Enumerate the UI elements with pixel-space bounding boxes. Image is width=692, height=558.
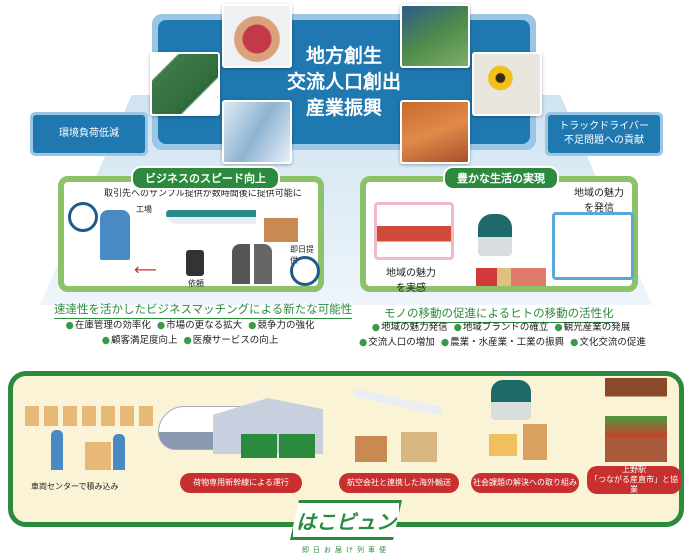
bullet: 医療サービスの向上 (184, 335, 279, 346)
environment-label: 環境負荷低減 (59, 128, 119, 139)
bullet: 観光産業の発展 (554, 322, 630, 333)
business-speed-panel: 取引先へのサンプル提供が数時間後に提供可能に 工場 即日提供 依頼 ⟵ (58, 176, 324, 292)
bullet: 農業・水産業・工業の振興 (441, 337, 564, 348)
goal-2: 交流人口創出 (286, 71, 401, 93)
bullet: 文化交流の促進 (570, 337, 646, 348)
envelope-icon (489, 434, 517, 456)
goal-3: 産業振興 (305, 97, 382, 119)
region-promotion-icon (552, 212, 634, 280)
bullet: 地域の魅力発信 (372, 322, 448, 333)
overseas-shipping-label: 航空会社と連携した海外輸送 (339, 473, 459, 493)
rich-life-bullets: 地域の魅力発信地域ブランドの確立観光産業の発展 交流人口の増加農業・水産業・工業… (356, 320, 646, 350)
grapes-photo (222, 4, 292, 68)
rich-life-panel: 地域の魅力を実感 地域の魅力を発信 (360, 176, 638, 294)
cargo-carts-icon (25, 406, 155, 426)
circuit-board-photo (150, 52, 220, 116)
bullet: 市場の更なる拡大 (157, 320, 242, 331)
social-issues-label: 社会課題の解決への取り組み (471, 473, 579, 493)
send-label-1: 地域の魅力 (574, 188, 624, 199)
market-stall-icon (605, 378, 667, 462)
feel-label-1: 地域の魅力 (386, 268, 436, 279)
business-speed-title: ビジネスのスピード向上 (131, 166, 280, 190)
lettuce-photo (400, 4, 470, 68)
sunflower-photo (472, 52, 542, 116)
driver-label-2: 不足問題への貢献 (564, 135, 644, 146)
shinkansen-front-icon (491, 380, 531, 420)
clock-icon (290, 256, 320, 286)
loading-step-label: 車両センターで積み込み (31, 482, 119, 491)
rich-life-headline: モノの移動の促進によるヒトの移動の活性化 (384, 305, 614, 323)
ueno-label-2: 「つながる産直市」と協業 (590, 475, 678, 494)
hakobyun-logo: はこビュン (290, 500, 402, 540)
shinkansen-front-icon (478, 214, 512, 256)
feel-label-2: を実感 (396, 283, 426, 294)
bullet: 顧客満足度向上 (102, 335, 178, 346)
airplane-icon (353, 388, 443, 416)
seafood-photo (400, 100, 470, 164)
truck-icon (241, 434, 277, 458)
fruit-crate-icon (401, 432, 437, 462)
goal-1: 地方創生 (305, 45, 382, 67)
cart-icon (85, 442, 111, 470)
bullet: 地域ブランドの確立 (454, 322, 549, 333)
cargo-shinkansen-label: 荷物専用新幹線による運行 (180, 473, 302, 493)
worker-icon (113, 434, 125, 470)
send-label-2: を発信 (584, 203, 614, 214)
ueno-label-1: 上野駅 (622, 465, 646, 474)
clock-icon (68, 202, 98, 232)
arrow-left-icon: ⟵ (134, 260, 157, 279)
sample-caption: 取引先へのサンプル提供が数時間後に提供可能に (104, 189, 302, 199)
driver-label-1: トラックドライバー (559, 121, 649, 132)
package-icon (264, 218, 298, 242)
document-icon (523, 424, 547, 460)
bullet: 交流人口の増加 (359, 337, 435, 348)
shinkansen-icon (166, 210, 256, 224)
driver-shortage-box: トラックドライバー不足問題への貢献 (545, 112, 663, 156)
ueno-market-label: 上野駅「つながる産直市」と協業 (587, 465, 681, 494)
bullet: 在庫管理の効率化 (66, 320, 151, 331)
fruit-crate-icon (355, 436, 387, 462)
bullet: 競争力の強化 (248, 320, 314, 331)
business-headline: 速達性を活かしたビジネスマッチングによる新たな可能性 (54, 301, 353, 319)
handshake-icon (232, 244, 272, 284)
request-label: 依頼 (188, 279, 204, 288)
rich-life-title: 豊かな生活の実現 (443, 166, 559, 190)
factory-label: 工場 (136, 205, 152, 214)
smartphone-icon (186, 250, 204, 276)
laboratory-photo (222, 100, 292, 164)
factory-worker-icon (100, 210, 130, 260)
worker-icon (51, 430, 63, 470)
logo-subtitle: 即日お届け列車便 (302, 546, 390, 554)
business-bullets: 在庫管理の効率化市場の更なる拡大競争力の強化 顧客満足度向上医療サービスの向上 (40, 318, 340, 348)
environment-box: 環境負荷低減 (30, 112, 148, 156)
truck-icon (279, 434, 315, 458)
region-experience-icon (374, 202, 454, 260)
local-products-icon (476, 268, 546, 286)
logo-text: はこビュン (296, 509, 396, 534)
